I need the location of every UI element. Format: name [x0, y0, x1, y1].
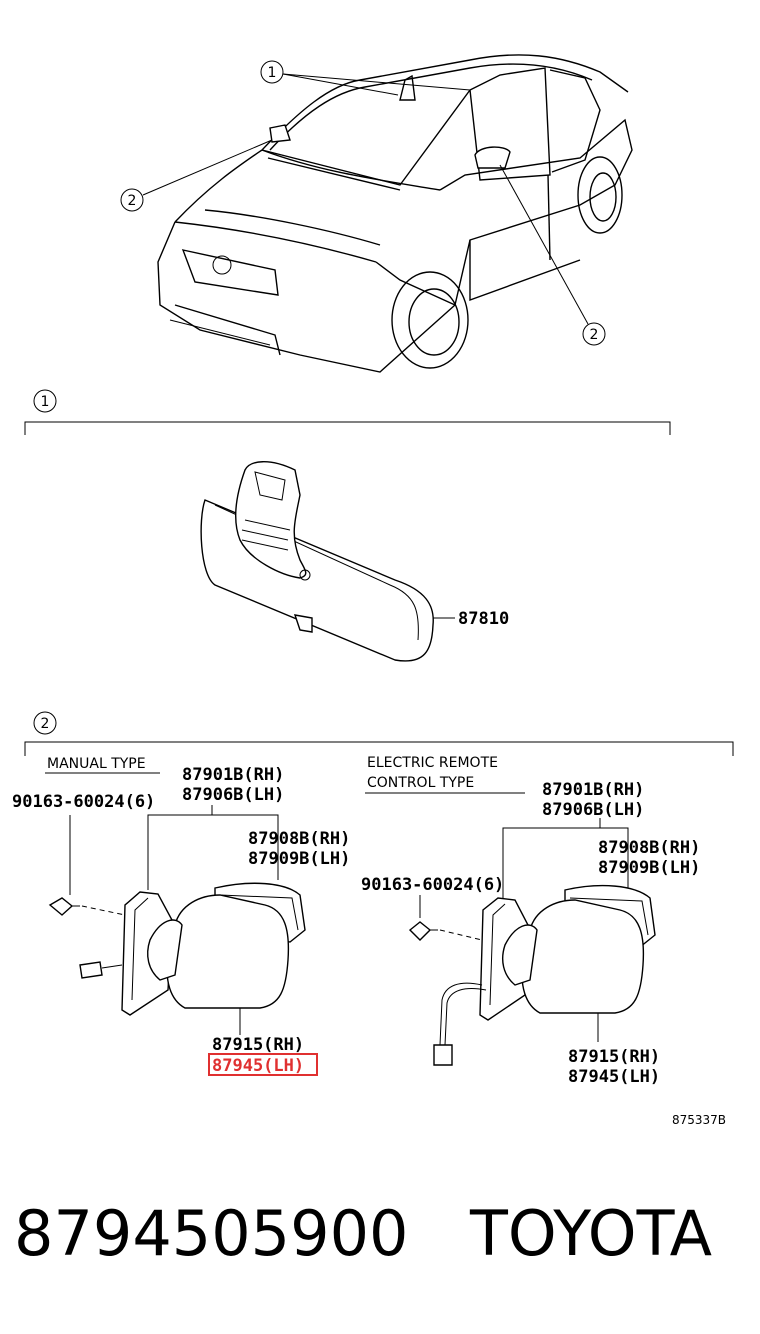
manual-cover-lh: 87909B(LH): [248, 849, 350, 869]
footer-brand: TOYOTA: [469, 1197, 712, 1270]
highlight-box: [208, 1053, 318, 1076]
electric-cover-rh: 87908B(RH): [598, 838, 700, 858]
manual-screw-label: 90163-60024(6): [12, 792, 155, 812]
manual-mirror-drawing: [48, 805, 306, 1035]
electric-type-heading-line1: ELECTRIC REMOTE: [367, 755, 498, 771]
electric-housing-rh: 87901B(RH): [542, 780, 644, 800]
figure-code: 875337B: [672, 1113, 726, 1127]
electric-housing-lh: 87906B(LH): [542, 800, 644, 820]
electric-screw-label: 90163-60024(6): [361, 875, 504, 895]
section-1-header: 1: [24, 389, 671, 435]
svg-text:1: 1: [41, 394, 50, 410]
svg-text:2: 2: [128, 193, 137, 209]
footer-part-number: 8794505900: [14, 1197, 408, 1270]
svg-text:2: 2: [41, 716, 50, 732]
car-callout-2-right: 2: [499, 164, 606, 346]
manual-mirror-rh: 87915(RH): [212, 1035, 304, 1055]
rear-view-mirror-drawing: [200, 461, 455, 662]
manual-housing-lh: 87906B(LH): [182, 785, 284, 805]
car-callout-2-left: 2: [120, 139, 273, 212]
electric-mirror-rh: 87915(RH): [568, 1047, 660, 1067]
part-87810-label: 87810: [458, 609, 509, 629]
manual-mirror-lh: 87945(LH): [212, 1056, 304, 1076]
car-illustration: [157, 54, 633, 373]
electric-mirror-lh: 87945(LH): [568, 1067, 660, 1087]
svg-text:1: 1: [268, 65, 277, 81]
manual-cover-rh: 87908B(RH): [248, 829, 350, 849]
electric-cover-lh: 87909B(LH): [598, 858, 700, 878]
manual-type-heading: MANUAL TYPE: [47, 756, 146, 772]
car-callout-1: 1: [260, 60, 471, 96]
electric-mirror-drawing: [408, 818, 656, 1066]
svg-text:2: 2: [590, 327, 599, 343]
section-2-header: 2: [24, 711, 734, 756]
electric-type-heading-line2: CONTROL TYPE: [367, 775, 474, 791]
manual-housing-rh: 87901B(RH): [182, 765, 284, 785]
